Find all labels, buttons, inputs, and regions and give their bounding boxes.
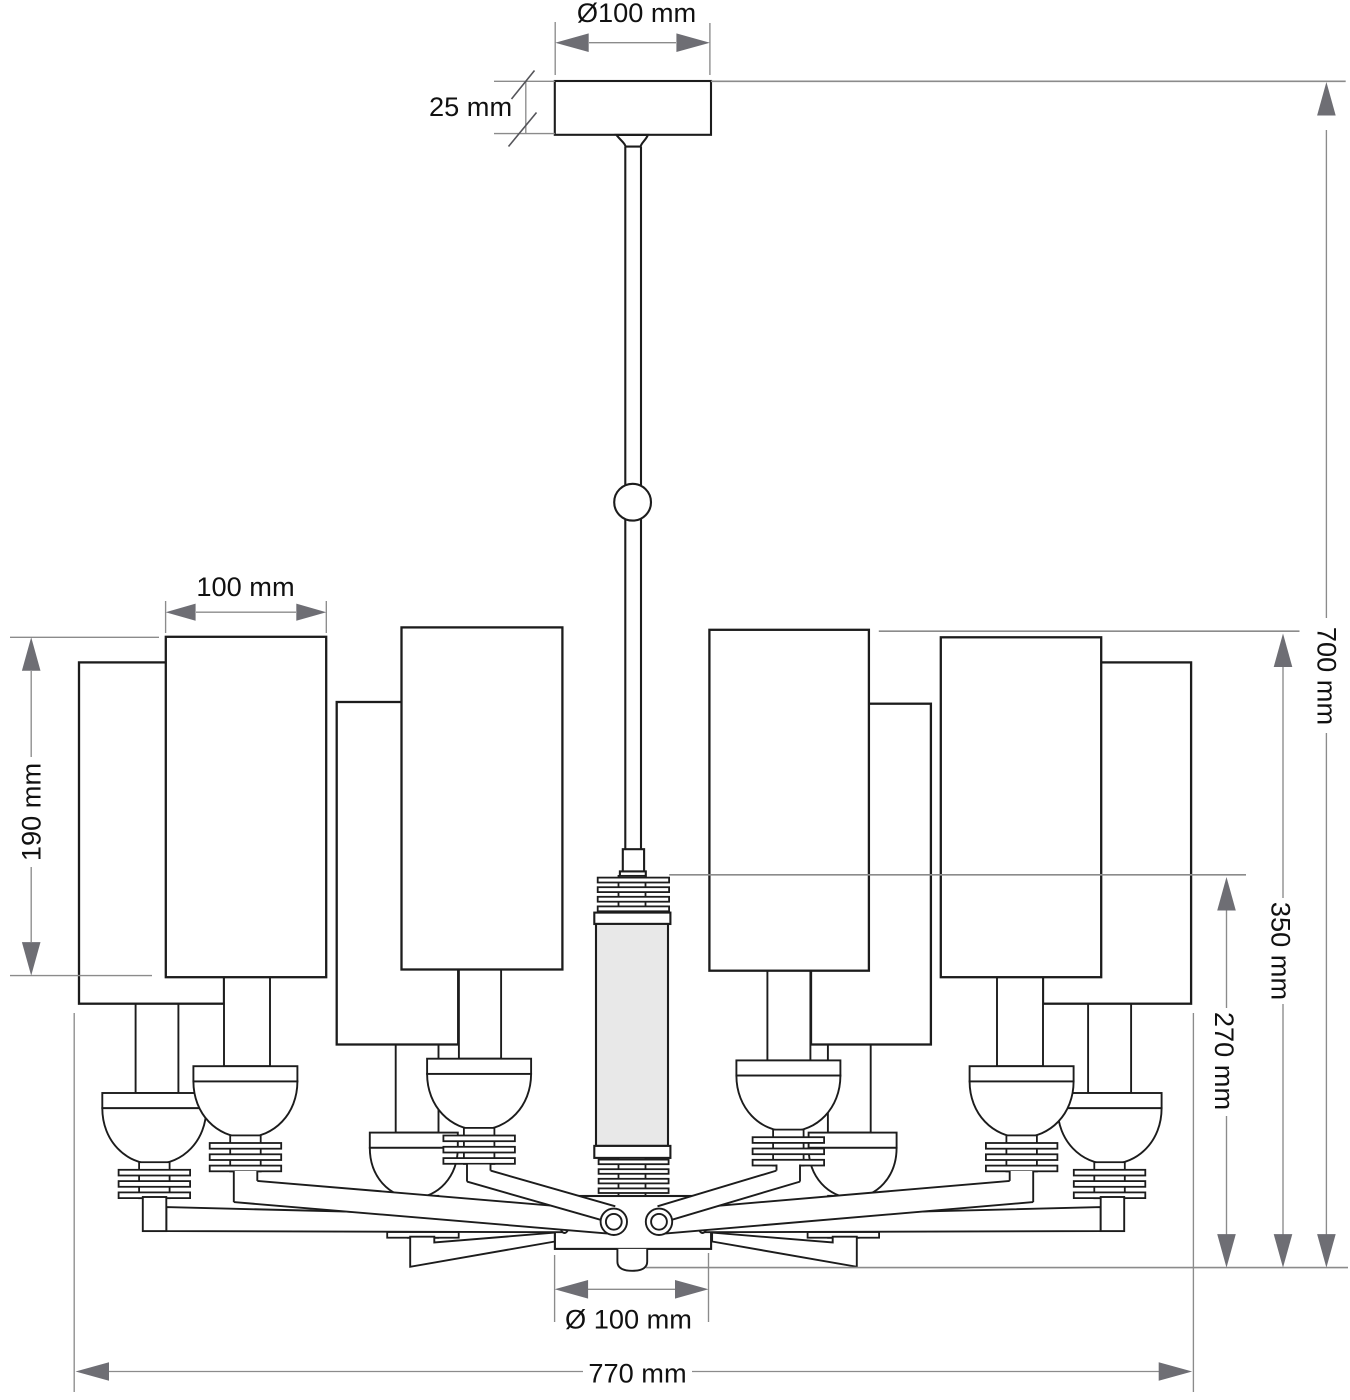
svg-text:25 mm: 25 mm [429, 91, 512, 122]
svg-text:100 mm: 100 mm [196, 571, 294, 602]
svg-text:270 mm: 270 mm [1209, 1012, 1240, 1110]
svg-text:350 mm: 350 mm [1266, 902, 1297, 1000]
svg-text:700 mm: 700 mm [1312, 627, 1343, 725]
svg-text:Ø100 mm: Ø100 mm [577, 0, 696, 28]
svg-text:770 mm: 770 mm [588, 1358, 686, 1389]
svg-text:Ø 100 mm: Ø 100 mm [565, 1304, 692, 1335]
svg-text:190 mm: 190 mm [16, 763, 47, 861]
